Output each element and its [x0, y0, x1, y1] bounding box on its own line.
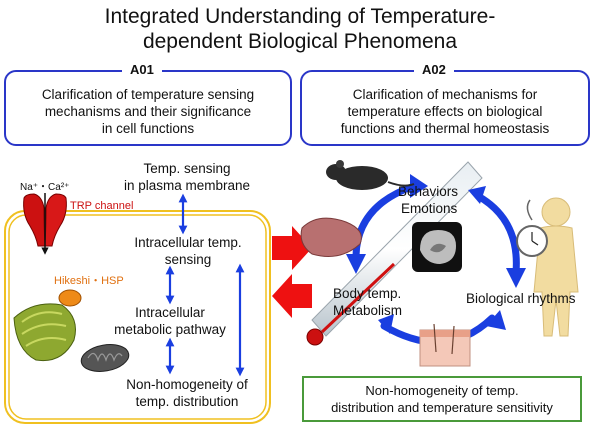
behaviors-label: Behaviors	[398, 184, 459, 199]
a01-line-1: Clarification of temperature sensing	[41, 87, 255, 102]
mouse-icon	[326, 160, 415, 190]
pocket-watch-icon	[516, 199, 548, 257]
title-line-2: dependent Biological Phenomena	[142, 30, 458, 53]
green-line-2: distribution and temperature sensitivity	[331, 400, 553, 415]
green-summary-box: Non-homogeneity of temp. distribution an…	[302, 376, 582, 422]
green-summary-text: Non-homogeneity of temp. distribution an…	[304, 382, 580, 416]
hikeshi-protein-icon	[58, 289, 82, 307]
emotions-label: Emotions	[401, 201, 458, 216]
a02-tag: A02	[414, 62, 454, 77]
a02-line-3: functions and thermal homeostasis	[340, 121, 550, 136]
metabolic-pathway-label: Intracellular metabolic pathway	[100, 304, 240, 338]
mitochondrion-icon	[80, 344, 130, 372]
thermometer-icon	[306, 161, 483, 346]
cell-outline	[4, 210, 271, 424]
intracellular-sensing-label: Intracellular temp. sensing	[113, 234, 263, 268]
metabolism-label: Metabolism	[333, 303, 403, 318]
hikeshi-label: Hikeshi・HSP	[54, 275, 124, 287]
red-arrow-left	[272, 274, 312, 318]
membrane-sensing-label: Temp. sensing in plasma membrane	[113, 160, 261, 194]
nonhomog-line-1: Non-homogeneity of	[126, 377, 248, 392]
page-title: Integrated Understanding of Temperature-…	[0, 4, 600, 54]
biological-rhythms-label: Biological rhythms	[466, 291, 576, 306]
membrane-sensing-line-1: Temp. sensing	[143, 161, 231, 176]
golgi-icon	[13, 303, 76, 362]
trp-channel-label: TRP channel	[70, 200, 134, 212]
a01-tag: A01	[122, 62, 162, 77]
metabolic-line-2: metabolic pathway	[114, 322, 226, 337]
ion-text: Na⁺・Ca²⁺	[20, 182, 70, 193]
a02-line-1: Clarification of mechanisms for	[352, 87, 538, 102]
ion-label: Na⁺・Ca²⁺	[20, 178, 69, 193]
liver-icon	[300, 217, 362, 257]
a01-line-3: in cell functions	[101, 121, 195, 136]
body-temp-label: Body temp.	[333, 286, 402, 301]
a02-description: Clarification of mechanisms for temperat…	[302, 86, 588, 137]
a02-box: Clarification of mechanisms for temperat…	[300, 70, 590, 146]
title-line-1: Integrated Understanding of Temperature-	[104, 5, 496, 28]
membrane-sensing-line-2: in plasma membrane	[123, 178, 251, 193]
a01-line-2: mechanisms and their significance	[44, 104, 252, 119]
intracellular-line-1: Intracellular temp.	[134, 235, 242, 250]
nonhomogeneity-label: Non-homogeneity of temp. distribution	[104, 376, 270, 410]
cycle-arrowheads	[346, 174, 526, 334]
intracellular-line-2: sensing	[164, 252, 212, 267]
a01-box: Clarification of temperature sensing mec…	[4, 70, 292, 146]
nonhomog-line-2: temp. distribution	[135, 394, 239, 409]
a02-line-2: temperature effects on biological	[347, 104, 543, 119]
human-figure-icon	[533, 197, 579, 337]
brain-mri-icon	[412, 222, 462, 272]
metabolic-line-1: Intracellular	[135, 305, 205, 320]
a01-description: Clarification of temperature sensing mec…	[6, 86, 290, 137]
skin-section-icon	[419, 323, 471, 367]
green-line-1: Non-homogeneity of temp.	[365, 383, 519, 398]
